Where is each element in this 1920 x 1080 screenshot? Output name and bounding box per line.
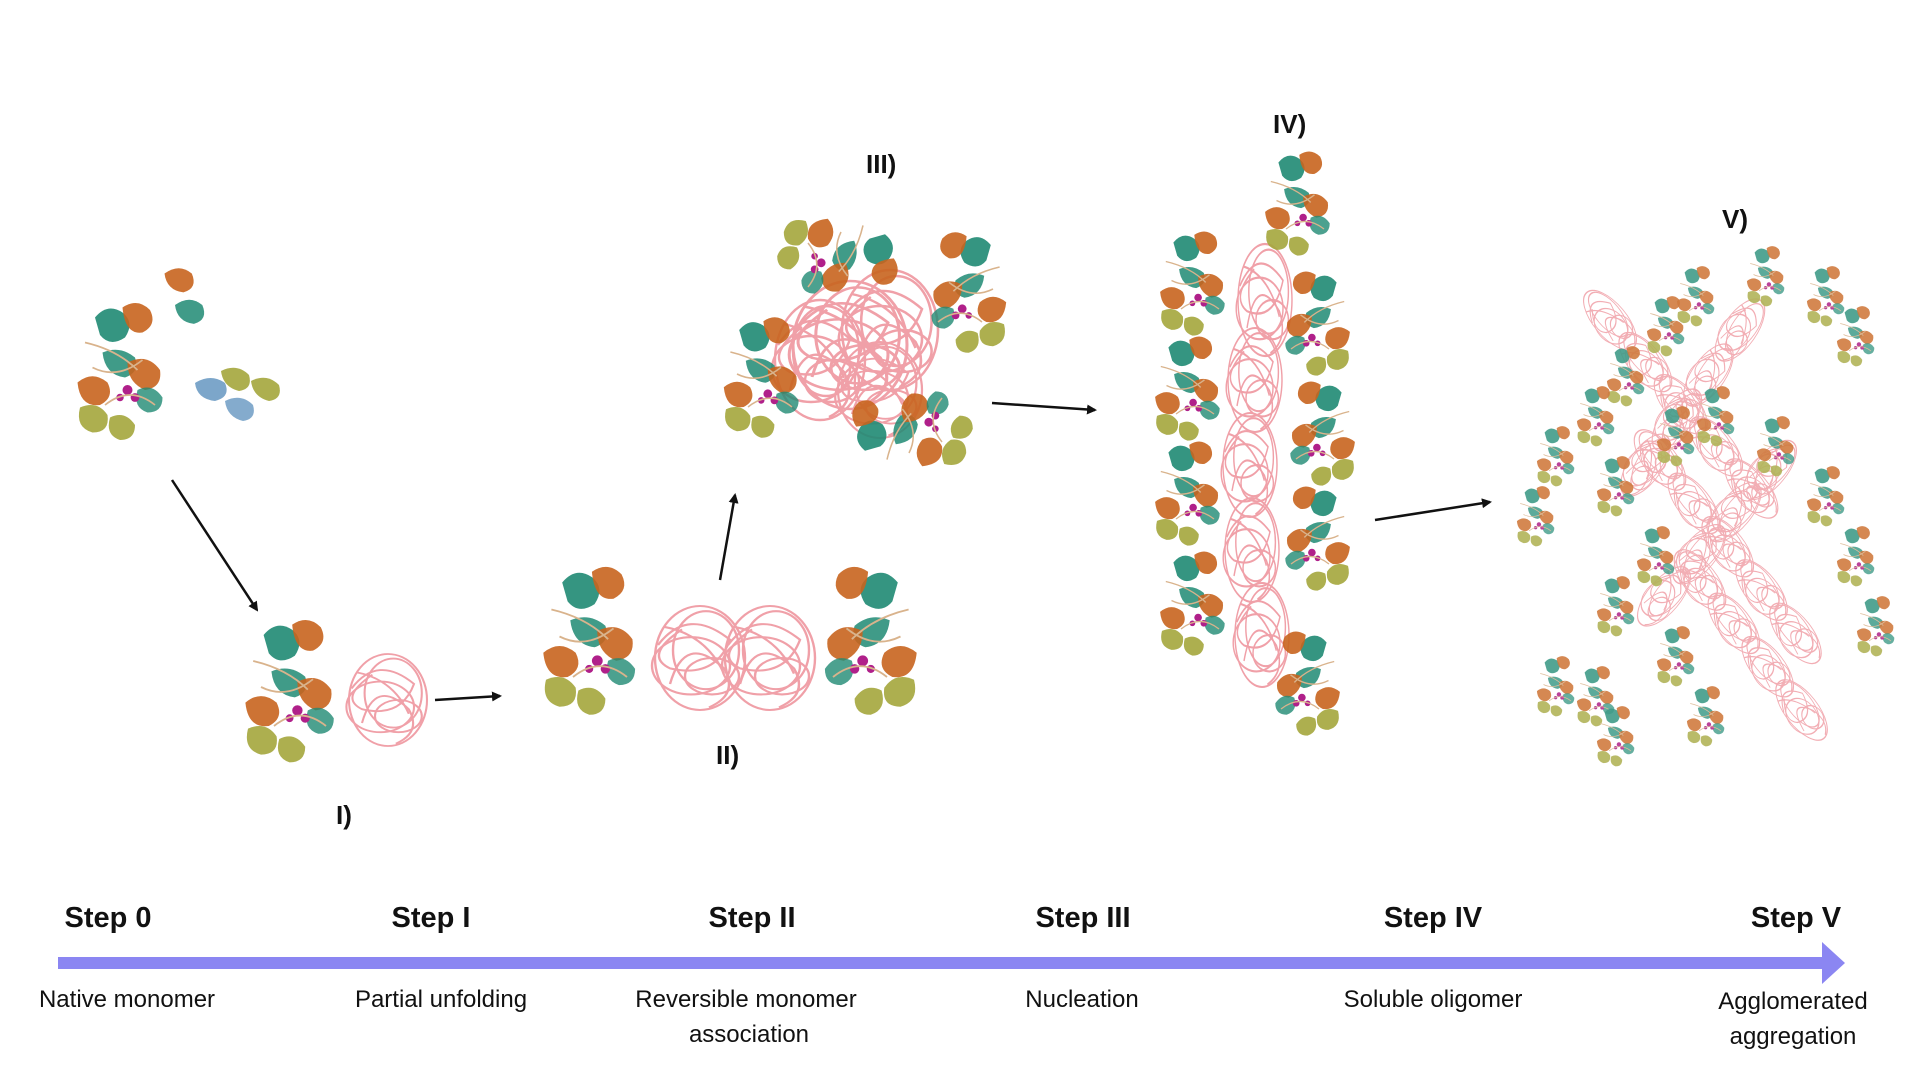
stage-ii-reversible-association: [542, 565, 918, 716]
stage-v-agglomerate: [1516, 245, 1895, 767]
arrow-0-to-1: [170, 479, 259, 612]
step-4-title: Step IV: [1384, 902, 1483, 934]
stage-label-v: V): [1722, 204, 1748, 234]
stage-label-iii: III): [866, 149, 896, 179]
step-2-desc-line2: association: [689, 1021, 809, 1048]
step-5-title: Step V: [1751, 902, 1842, 934]
step-1-title: Step I: [392, 902, 471, 934]
stage-iv-soluble-oligomer: [1154, 150, 1356, 737]
step-1-desc: Partial unfolding: [355, 986, 527, 1013]
arrow-4-to-5: [1374, 498, 1492, 522]
stage-label-i: I): [336, 800, 352, 830]
step-5-desc-line2: aggregation: [1730, 1023, 1857, 1050]
native-monomer-structure: [76, 268, 280, 441]
flow-arrows: [170, 401, 1492, 702]
step-0-desc: Native monomer: [39, 986, 215, 1013]
step-5-desc-line1: Agglomerated: [1718, 988, 1867, 1015]
stage-i-partially-unfolded: [244, 619, 429, 764]
arrow-2-to-3: [718, 493, 739, 581]
step-4-desc: Soluble oligomer: [1344, 986, 1523, 1013]
step-0-title: Step 0: [64, 902, 151, 934]
step-2-desc-line1: Reversible monomer: [635, 986, 856, 1013]
step-3-desc: Nucleation: [1025, 986, 1138, 1013]
timeline: [58, 942, 1845, 984]
step-3-title: Step III: [1035, 902, 1130, 934]
arrow-1-to-2: [434, 691, 502, 702]
timeline-bar: [58, 957, 1828, 969]
stage-iii-nucleus: [723, 218, 1007, 467]
stage-label-ii: II): [716, 740, 739, 770]
timeline-arrowhead-icon: [1822, 942, 1845, 984]
step-2-title: Step II: [708, 902, 795, 934]
arrow-3-to-4: [991, 401, 1097, 415]
stage-label-iv: IV): [1273, 109, 1306, 139]
